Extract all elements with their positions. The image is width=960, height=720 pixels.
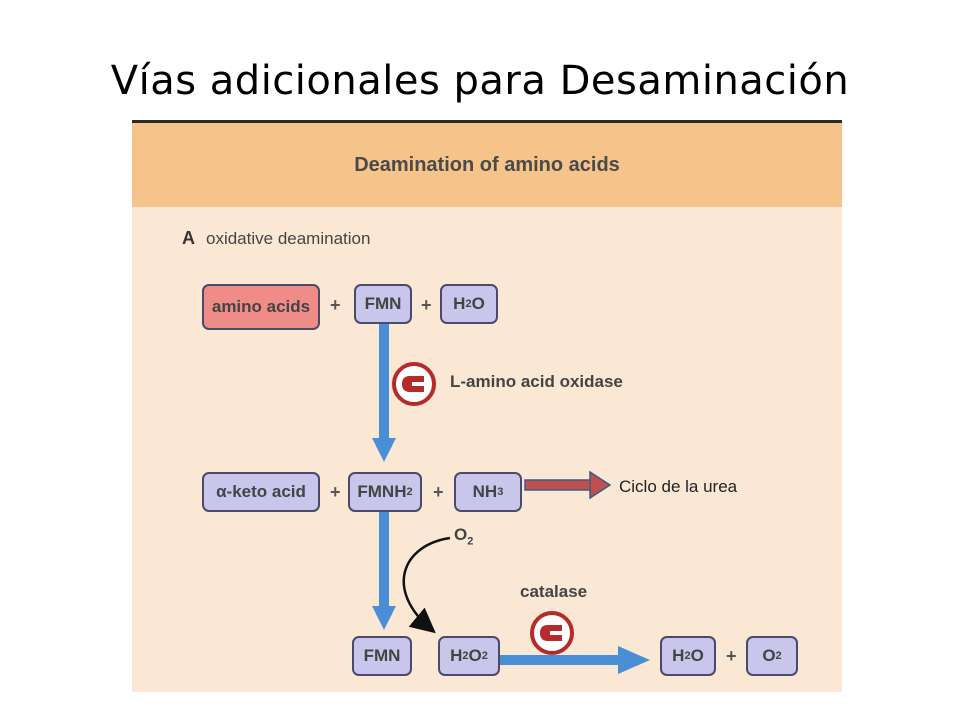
o2-curved-arrow (402, 536, 451, 634)
fmn-product-box: FMN (352, 636, 412, 676)
section-label: oxidative deamination (206, 229, 371, 248)
flow-arrow-down-1 (372, 320, 396, 462)
enzyme-symbol-icon (392, 362, 436, 406)
figure-header: Deamination of amino acids (132, 123, 842, 207)
enzyme-symbol-icon (530, 611, 574, 655)
figure-heading: Deamination of amino acids (354, 153, 620, 176)
plus-sign: + (433, 482, 444, 502)
flow-arrow-down-2 (372, 510, 396, 630)
amino-acids-box: amino acids (202, 284, 320, 330)
deamination-figure: Deamination of amino acids A oxidative d… (132, 120, 842, 692)
slide-title: Vías adicionales para Desaminación (110, 58, 850, 104)
flow-arrows (372, 320, 650, 674)
fmn-box: FMN (354, 284, 412, 324)
flow-arrow-right (500, 646, 650, 674)
urea-cycle-label: Ciclo de la urea (619, 477, 738, 496)
section-letter: A (182, 228, 195, 248)
keto-acid-box: α-keto acid (202, 472, 320, 512)
plus-sign: + (330, 295, 341, 315)
figure-top-rule (132, 120, 842, 123)
enzyme-label-catalase: catalase (520, 582, 588, 601)
o2-input-label: O2 (454, 525, 474, 548)
plus-sign: + (421, 295, 432, 315)
enzyme-label-oxidase: L-amino acid oxidase (450, 372, 623, 391)
plus-sign: + (726, 646, 737, 666)
plus-sign: + (330, 482, 341, 502)
